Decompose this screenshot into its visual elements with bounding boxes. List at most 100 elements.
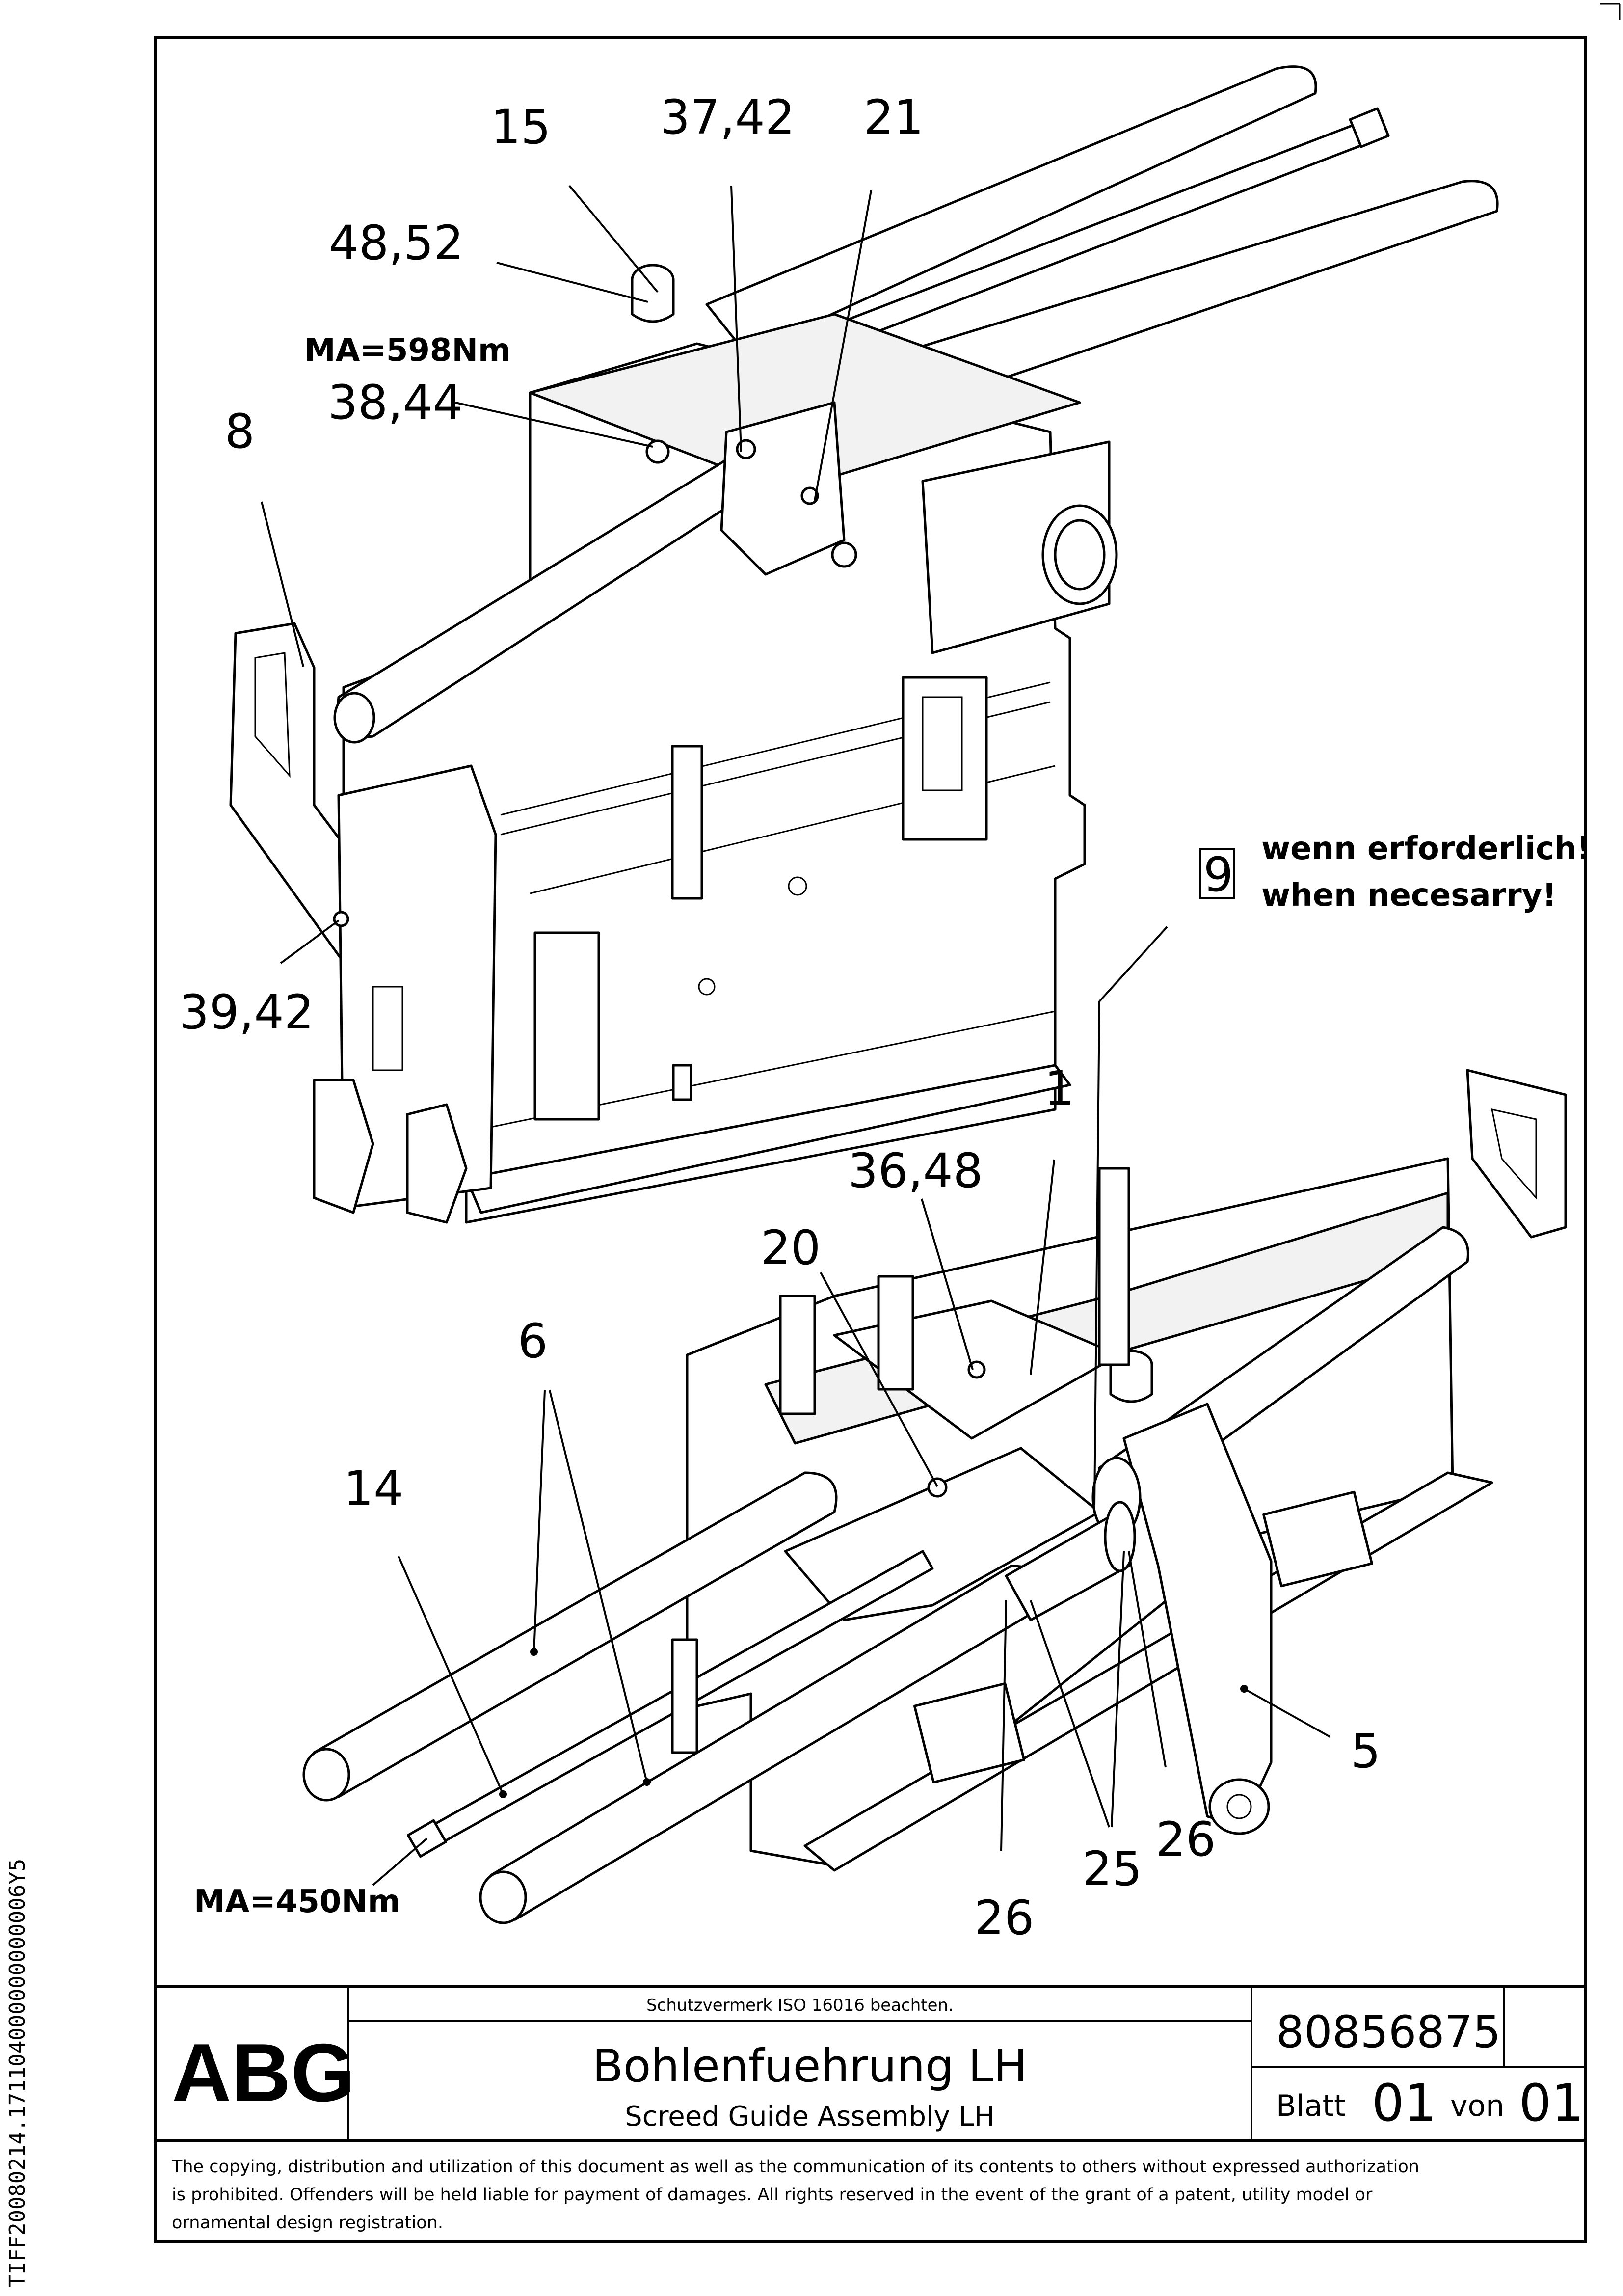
callout-26-right: 26 <box>1156 1812 1216 1867</box>
drawing-frame <box>154 36 1587 2243</box>
arm-eye <box>1208 1778 1270 1835</box>
leader-lines <box>261 185 1330 1886</box>
hole <box>698 978 716 996</box>
guide-tube <box>833 180 1499 424</box>
upper-assembly-drawing <box>229 65 1499 1224</box>
nut <box>831 541 857 568</box>
leader-line-14 <box>398 1556 504 1795</box>
leader-line-39-42 <box>280 919 340 964</box>
nut <box>927 1477 948 1498</box>
cover-plate <box>1262 1490 1373 1588</box>
torque-label-bottom: MA=450Nm <box>194 1884 400 1920</box>
callout-21: 21 <box>864 90 924 145</box>
note-en: when necesarry! <box>1261 877 1557 914</box>
plate <box>533 931 600 1121</box>
legal-line-2: is prohibited. Offenders will be held li… <box>172 2185 1373 2205</box>
plate-window <box>372 986 403 1071</box>
callout-26-bottom: 26 <box>974 1891 1034 1945</box>
bearing-block <box>921 440 1111 654</box>
stanchion-window <box>922 696 963 791</box>
leader-line-ma450 <box>372 1837 428 1886</box>
callout-15: 15 <box>491 100 551 155</box>
leader-line-37-42 <box>730 185 742 452</box>
leader-line-8 <box>261 501 304 667</box>
guide-bracket-slot <box>254 652 291 778</box>
leader-line-20 <box>820 1272 938 1487</box>
callout-25: 25 <box>1082 1841 1142 1896</box>
callout-5: 5 <box>1351 1724 1381 1779</box>
leader-dot <box>530 1648 538 1656</box>
leader-line-26b <box>1128 1551 1167 1768</box>
callout-36-48: 36,48 <box>848 1143 983 1198</box>
lug <box>406 1103 468 1224</box>
stanchion <box>902 676 988 841</box>
callout-39-42: 39,42 <box>179 985 314 1040</box>
grease-nipple <box>672 1064 692 1101</box>
callout-6: 6 <box>518 1314 548 1369</box>
of-label: von <box>1450 2089 1504 2123</box>
tube-end <box>479 1870 527 1924</box>
main-frame-top-plate <box>529 313 1081 492</box>
hole <box>788 876 807 896</box>
callout-38-44: 38,44 <box>328 375 463 430</box>
nut <box>800 486 819 505</box>
bearing-cover-inner <box>1054 519 1106 591</box>
bolt-head <box>333 911 349 927</box>
sheet-label: Blatt <box>1276 2089 1346 2123</box>
leader-line-5 <box>1244 1688 1330 1738</box>
leader-dot <box>499 1790 507 1798</box>
arm-hole <box>1226 1794 1252 1819</box>
drawing-title-en: Screed Guide Assembly LH <box>625 2101 995 2133</box>
protection-note: Schutzvermerk ISO 16016 beachten. <box>646 1996 954 2015</box>
leader-line-36-48 <box>921 1198 974 1370</box>
callout-37-42: 37,42 <box>660 90 795 145</box>
rod-end <box>1349 107 1390 148</box>
sheet-number: 01 <box>1372 2073 1437 2133</box>
shaft-end <box>333 692 375 744</box>
callout-9: 9 <box>1203 847 1233 902</box>
leader-line-25b <box>1111 1551 1125 1828</box>
fork-lug <box>877 1275 914 1391</box>
leader-line-6b <box>549 1390 648 1783</box>
right-bracket-slot <box>1491 1108 1537 1200</box>
leader-line-48-52 <box>496 262 648 303</box>
callout-14: 14 <box>344 1461 403 1516</box>
leader-line-21 <box>814 190 872 501</box>
callout-1: 1 <box>1044 1061 1074 1116</box>
legal-line-3: ornamental design registration. <box>172 2213 443 2233</box>
leader-line-26a <box>1000 1600 1007 1851</box>
nut <box>967 1360 986 1379</box>
callout-labels: 15 37,42 21 48,52 MA=598Nm 38,44 8 39,42… <box>179 90 1591 1945</box>
title-block: ABG Schutzvermerk ISO 16016 beachten. Bo… <box>155 1985 1585 2142</box>
sheet-total: 01 <box>1519 2073 1584 2133</box>
fork-lug <box>779 1295 816 1415</box>
company-logo: ABG <box>172 2026 355 2119</box>
callout-48-52: 48,52 <box>329 216 464 270</box>
leader-dot <box>643 1778 651 1786</box>
leader-line-9b <box>1093 1001 1100 1508</box>
nut <box>645 439 670 464</box>
callout-9-box <box>1199 848 1235 899</box>
note-de: wenn erforderlich! <box>1261 831 1591 867</box>
drawing-number: 80856875 <box>1276 2006 1501 2058</box>
stanchion <box>671 745 703 900</box>
drawing-title-de: Bohlenfuehrung LH <box>592 2040 1027 2092</box>
pin-body <box>631 280 675 323</box>
legal-line-1: The copying, distribution and utilizatio… <box>171 2157 1419 2177</box>
cover-plate <box>913 1682 1026 1784</box>
leader-line-25a <box>1030 1600 1110 1828</box>
seal <box>1104 1501 1136 1572</box>
callout-8: 8 <box>225 404 255 459</box>
tube-end <box>302 1748 350 1802</box>
bottom-rail <box>465 1064 1071 1214</box>
lug <box>313 1079 374 1214</box>
leader-dot <box>1240 1685 1248 1693</box>
leader-line-15 <box>568 185 659 293</box>
legal-notice: The copying, distribution and utilizatio… <box>171 2157 1419 2233</box>
callout-20: 20 <box>761 1220 821 1275</box>
plate <box>1098 1167 1130 1366</box>
leader-line-1 <box>1030 1159 1055 1375</box>
plate <box>671 1638 698 1754</box>
cylinder <box>1109 1365 1153 1403</box>
